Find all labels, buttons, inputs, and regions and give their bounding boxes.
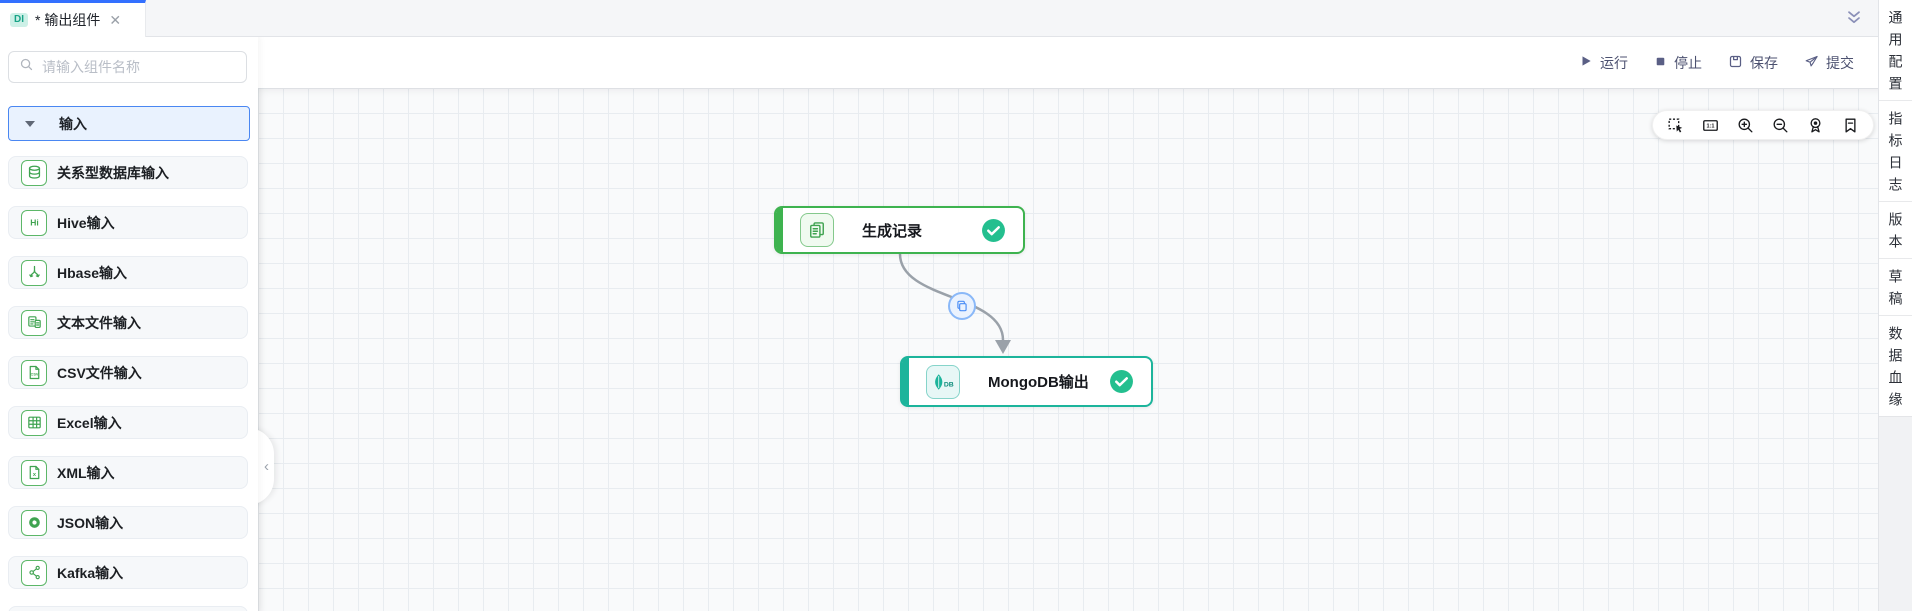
tab-metrics-log[interactable]: 指标日志: [1879, 100, 1912, 201]
play-icon: [1579, 54, 1593, 71]
tab-version[interactable]: 版本: [1879, 201, 1912, 258]
marquee-select-icon[interactable]: [1666, 116, 1685, 135]
save-icon: [1728, 54, 1743, 72]
tab-bar: DI * 输出组件 ✕: [0, 0, 1878, 37]
list-item-csv-file-input[interactable]: CSV CSV文件输入: [8, 356, 248, 389]
search-box[interactable]: [8, 51, 247, 83]
tab-label: 指标日志: [1887, 111, 1904, 199]
hive-icon: Hi: [21, 209, 47, 236]
submit-label: 提交: [1826, 54, 1854, 71]
edge-arrowhead-icon: [995, 340, 1011, 354]
edge-layer: [898, 252, 1011, 354]
run-label: 运行: [1600, 54, 1628, 71]
tab-data-lineage[interactable]: 数据血缘: [1879, 315, 1912, 416]
zoom-out-icon[interactable]: [1771, 116, 1790, 135]
di-badge: DI: [10, 13, 28, 27]
copy-icon[interactable]: [948, 292, 976, 320]
tab-output-component[interactable]: DI * 输出组件 ✕: [0, 0, 146, 37]
list-item-hive-input[interactable]: Hi Hive输入: [8, 206, 248, 239]
component-sidebar: 输入 关系型数据库输入 Hi Hive输入: [0, 37, 258, 611]
tab-draft[interactable]: 草稿: [1879, 258, 1912, 315]
double-chevron-down-icon[interactable]: [1844, 8, 1864, 33]
tab-label: 数据血缘: [1887, 326, 1904, 414]
node-accent-bar: [776, 208, 783, 252]
locate-icon[interactable]: [1806, 116, 1825, 135]
tab-label: 版本: [1887, 212, 1904, 256]
json-icon: [21, 509, 47, 536]
right-panel-tabs: 通用配置 指标日志 版本 草稿 数据血缘: [1879, 0, 1912, 417]
zoom-in-icon[interactable]: [1736, 116, 1755, 135]
main-content: 运行 停止 保存: [258, 37, 1878, 611]
csv-file-icon: CSV: [21, 359, 47, 386]
triangle-down-icon: [25, 115, 35, 133]
stop-button[interactable]: 停止: [1654, 53, 1702, 73]
action-toolbar: 运行 停止 保存: [258, 37, 1878, 88]
save-label: 保存: [1750, 54, 1778, 71]
submit-button[interactable]: 提交: [1804, 53, 1854, 73]
canvas-toolbar: 1:1: [1652, 110, 1874, 140]
chevron-left-icon: ‹: [264, 458, 269, 475]
item-label: CSV文件输入: [57, 364, 142, 381]
run-button[interactable]: 运行: [1579, 53, 1628, 73]
bookmark-icon[interactable]: [1841, 116, 1860, 135]
database-icon: [21, 159, 47, 186]
node-label: 生成记录: [862, 222, 923, 240]
records-icon: [800, 213, 834, 247]
svg-text:Hi: Hi: [30, 218, 39, 228]
tab-general-config[interactable]: 通用配置: [1879, 0, 1912, 100]
list-item-hbase-input[interactable]: Hbase输入: [8, 256, 248, 289]
svg-text:1:1: 1:1: [1707, 123, 1715, 129]
section-label: 输入: [59, 115, 87, 132]
save-button[interactable]: 保存: [1728, 53, 1778, 73]
tab-label: 草稿: [1887, 269, 1904, 313]
item-label: XML输入: [57, 464, 115, 481]
success-check-icon: [1109, 369, 1134, 394]
list-item-relational-db-input[interactable]: 关系型数据库输入: [8, 156, 248, 189]
svg-text:CSV: CSV: [30, 371, 38, 376]
stop-label: 停止: [1674, 54, 1702, 71]
xml-file-icon: x: [21, 459, 47, 486]
excel-table-icon: [21, 409, 47, 436]
search-icon: [19, 57, 34, 77]
actual-size-icon[interactable]: 1:1: [1701, 116, 1720, 135]
list-item-kafka-input[interactable]: Kafka输入: [8, 556, 248, 589]
tab-title: * 输出组件: [35, 12, 101, 28]
node-accent-bar: [902, 358, 909, 405]
mongodb-icon: DB: [926, 364, 960, 399]
flow-canvas[interactable]: 生成记录 DB MongoDB输出: [258, 88, 1878, 611]
stop-icon: [1654, 55, 1667, 71]
list-item-json-input[interactable]: JSON输入: [8, 506, 248, 539]
success-check-icon: [981, 218, 1006, 243]
list-item-xml-input[interactable]: x XML输入: [8, 456, 248, 489]
kafka-icon: [21, 559, 47, 586]
node-generate-records[interactable]: 生成记录: [774, 206, 1025, 254]
item-label: Hbase输入: [57, 264, 128, 281]
item-label: Kafka输入: [57, 564, 124, 581]
list-item-partial[interactable]: [8, 606, 248, 611]
item-label: Excel输入: [57, 414, 122, 431]
node-mongodb-output[interactable]: DB MongoDB输出: [900, 356, 1153, 407]
search-input[interactable]: [42, 59, 236, 75]
paper-plane-icon: [1804, 54, 1819, 72]
svg-text:x: x: [32, 472, 36, 478]
close-icon[interactable]: ✕: [109, 11, 122, 28]
list-item-excel-input[interactable]: Excel输入: [8, 406, 248, 439]
hbase-branch-icon: [21, 259, 47, 286]
section-header-input[interactable]: 输入: [8, 106, 250, 141]
text-file-icon: [21, 309, 47, 336]
item-label: JSON输入: [57, 514, 124, 531]
list-item-text-file-input[interactable]: 文本文件输入: [8, 306, 248, 339]
right-panel: 通用配置 指标日志 版本 草稿 数据血缘: [1878, 0, 1912, 611]
node-label: MongoDB输出: [988, 374, 1089, 391]
svg-text:DB: DB: [944, 381, 954, 388]
item-label: Hive输入: [57, 214, 115, 231]
item-label: 文本文件输入: [57, 314, 141, 331]
item-label: 关系型数据库输入: [57, 164, 169, 181]
tab-label: 通用配置: [1887, 10, 1904, 98]
component-list: 关系型数据库输入 Hi Hive输入 Hbase输入: [0, 156, 258, 611]
